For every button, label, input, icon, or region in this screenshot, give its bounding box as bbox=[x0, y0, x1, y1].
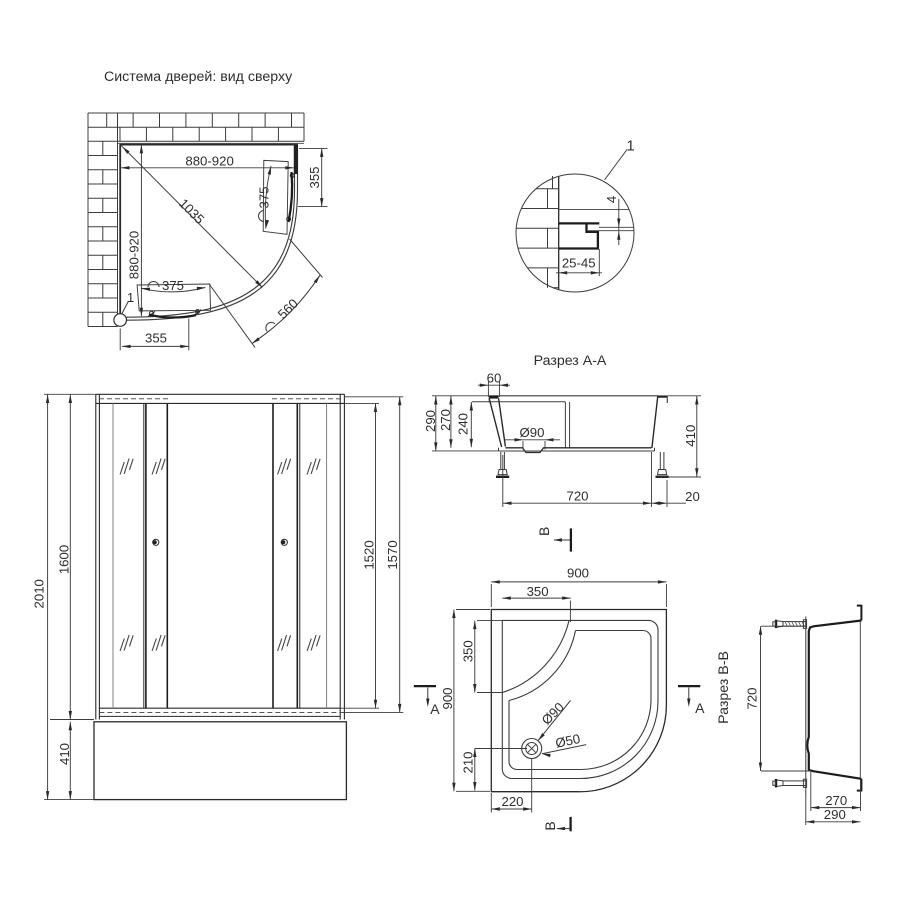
svg-text:Разрез А-А: Разрез А-А bbox=[534, 353, 607, 369]
svg-text:А: А bbox=[695, 700, 705, 716]
svg-text:1520: 1520 bbox=[362, 540, 377, 569]
svg-text:720: 720 bbox=[744, 687, 759, 709]
svg-text:20: 20 bbox=[685, 489, 700, 504]
svg-text:240: 240 bbox=[455, 413, 470, 435]
svg-text:Разрез В-В: Разрез В-В bbox=[716, 651, 732, 724]
svg-text:720: 720 bbox=[566, 489, 588, 504]
svg-text:900: 900 bbox=[440, 687, 455, 709]
svg-text:Ø50: Ø50 bbox=[554, 731, 582, 751]
svg-text:1570: 1570 bbox=[385, 540, 400, 569]
svg-text:410: 410 bbox=[57, 743, 72, 765]
svg-text:А: А bbox=[430, 701, 440, 717]
svg-text:375: 375 bbox=[162, 278, 184, 293]
svg-text:1: 1 bbox=[626, 138, 634, 155]
svg-text:350: 350 bbox=[527, 584, 549, 599]
svg-text:В: В bbox=[536, 527, 552, 536]
svg-text:375: 375 bbox=[256, 186, 271, 208]
svg-text:220: 220 bbox=[501, 794, 523, 809]
svg-text:290: 290 bbox=[824, 807, 846, 822]
svg-text:В: В bbox=[542, 821, 558, 830]
svg-text:60: 60 bbox=[487, 371, 502, 386]
svg-text:4: 4 bbox=[604, 196, 619, 203]
svg-text:25-45: 25-45 bbox=[562, 255, 596, 270]
svg-text:270: 270 bbox=[438, 409, 453, 431]
svg-text:Система дверей: вид сверху: Система дверей: вид сверху bbox=[104, 69, 293, 85]
svg-text:210: 210 bbox=[460, 751, 475, 773]
svg-text:290: 290 bbox=[423, 410, 438, 432]
svg-text:880-920: 880-920 bbox=[126, 231, 141, 279]
svg-text:350: 350 bbox=[460, 640, 475, 662]
svg-text:2010: 2010 bbox=[31, 579, 46, 608]
svg-text:1: 1 bbox=[127, 290, 134, 305]
svg-text:410: 410 bbox=[683, 425, 698, 447]
svg-text:900: 900 bbox=[567, 566, 589, 581]
svg-text:355: 355 bbox=[145, 331, 167, 346]
svg-text:270: 270 bbox=[825, 793, 847, 808]
svg-text:355: 355 bbox=[307, 166, 322, 188]
svg-text:880-920: 880-920 bbox=[185, 153, 233, 168]
svg-text:1600: 1600 bbox=[56, 545, 71, 574]
svg-text:Ø90: Ø90 bbox=[520, 425, 545, 440]
